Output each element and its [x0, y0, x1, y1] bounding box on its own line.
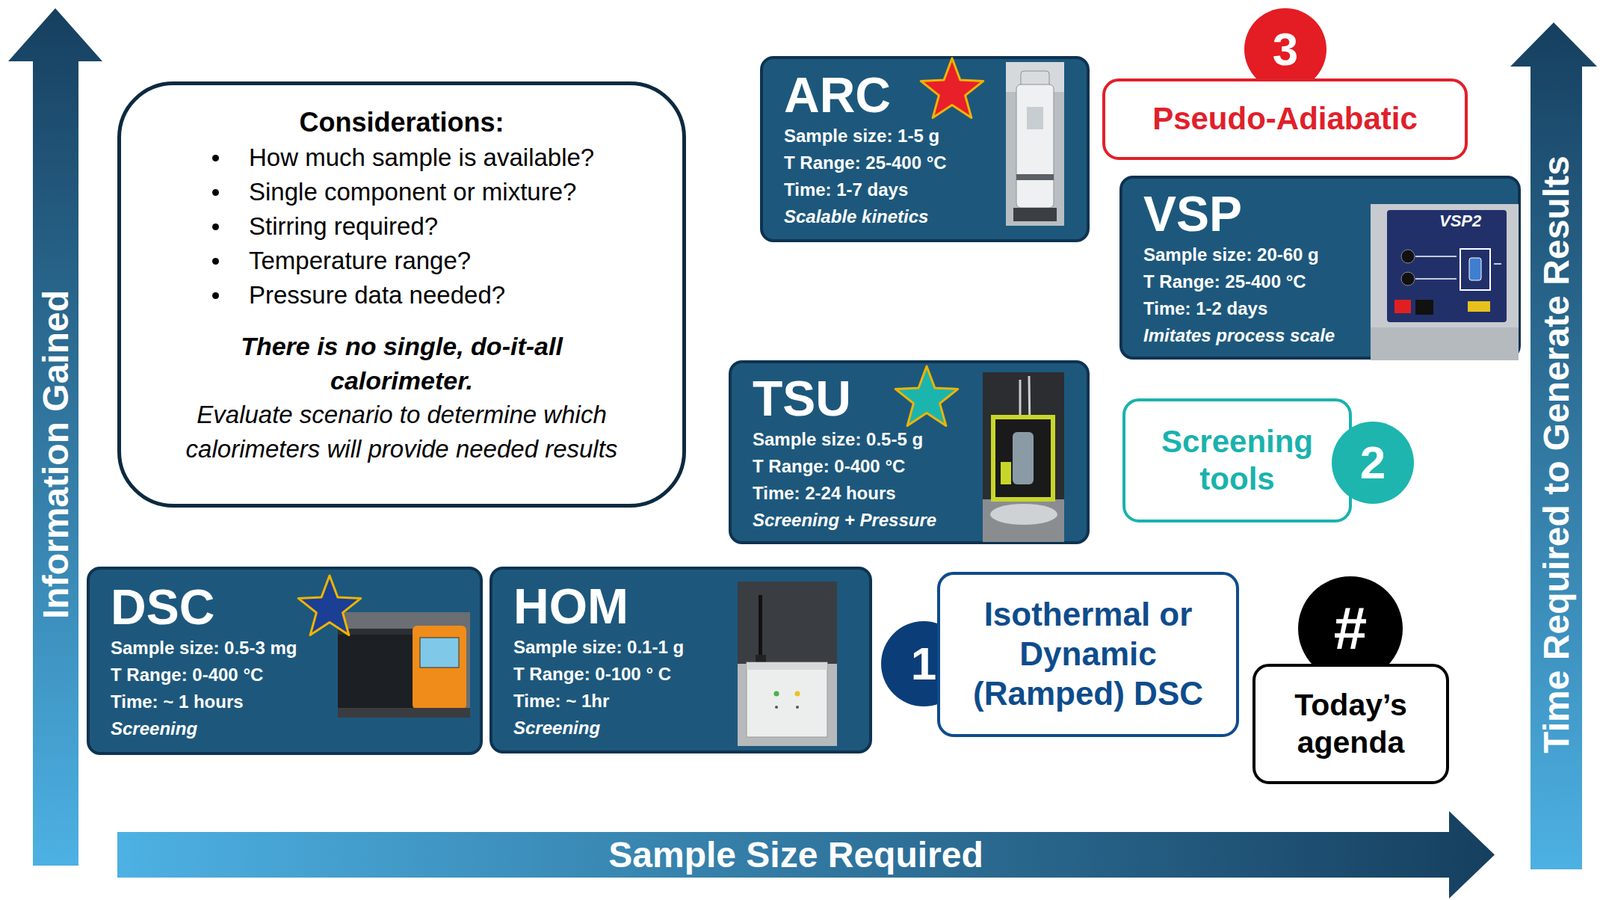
label-rotator: Time Required to Generate Results: [1538, 155, 1575, 753]
instrument-text: DSCSample size: 0.5-3 mgT Range: 0-400 °…: [89, 569, 334, 752]
bullet-row: Temperature range?: [212, 243, 653, 279]
bullet-dot: [212, 257, 219, 265]
number-text: 1: [910, 640, 937, 687]
instrument-spec: Time: ~ 1 hours: [110, 688, 334, 716]
number-text: 2: [1360, 439, 1386, 486]
callout-text: Screening tools: [1147, 422, 1328, 499]
instrument-box: HOMSample size: 0.1-1 gT Range: 0-100 ° …: [489, 566, 873, 754]
instrument-spec: Sample size: 20-60 g: [1143, 241, 1367, 269]
instrument-spec: Screening + Pressure: [752, 506, 979, 534]
callout-text: Pseudo-Adiabatic: [1152, 100, 1418, 138]
bullet-row: Pressure data needed?: [212, 278, 653, 313]
instrument-spec: T Range: 0-400 °C: [752, 452, 979, 480]
bullet-text: Pressure data needed?: [248, 278, 506, 313]
instrument-spec: T Range: 0-400 °C: [110, 661, 334, 689]
bullet-dot: [212, 223, 219, 231]
instrument-spec: Sample size: 0.5-5 g: [752, 425, 979, 453]
label-rotator: Information Gained: [38, 289, 74, 619]
instrument-text: TSUSample size: 0.5-5 gT Range: 0-400 °C…: [731, 363, 979, 542]
instrument-spec: T Range: 25-400 °C: [783, 149, 1002, 177]
bullet-text: Temperature range?: [248, 243, 471, 279]
instrument-box: ARCSample size: 1-5 gT Range: 25-400 °CT…: [760, 56, 1090, 243]
instrument-spec: Imitates process scale: [1143, 322, 1367, 349]
callout-box: Today’s agenda: [1252, 663, 1450, 784]
number-text: #: [1333, 598, 1368, 659]
axis-label: Sample Size Required: [608, 836, 984, 873]
number-text: 3: [1272, 26, 1299, 73]
bullet-row: Single component or mixture?: [212, 174, 653, 210]
instrument-spec: Time: 1-7 days: [783, 176, 1002, 204]
instrument-box: TSUSample size: 0.5-5 gT Range: 0-400 °C…: [728, 360, 1090, 545]
instrument-spec: T Range: 0-100 ° C: [513, 660, 734, 688]
instrument-name: ARC: [783, 68, 1002, 123]
instrument-box: DSCSample size: 0.5-3 mgT Range: 0-400 °…: [86, 566, 483, 755]
callout-text: Isothermal or Dynamic (Ramped) DSC: [964, 594, 1212, 713]
instrument-photo: [1005, 62, 1065, 226]
bullet-row: Stirring required?: [212, 209, 653, 244]
label-holder: Sample Size Required: [608, 836, 984, 873]
callout-box: Pseudo-Adiabatic: [1102, 78, 1468, 160]
callout-box: Screening tools: [1122, 398, 1352, 523]
instrument-name: VSP: [1143, 186, 1367, 242]
callout-box: Isothermal or Dynamic (Ramped) DSC: [937, 571, 1240, 737]
instrument-photo: [337, 612, 471, 718]
axis-arrow: Sample Size Required: [117, 810, 1495, 899]
instrument-photo: [982, 372, 1065, 542]
instrument-spec: Scalable kinetics: [783, 203, 1002, 231]
box-heading: Considerations:: [150, 104, 653, 141]
instrument-spec: T Range: 25-400 °C: [1143, 268, 1367, 296]
emphasis-note: There is no single, do-it-all calorimete…: [200, 328, 604, 398]
highlight-star: [907, 46, 997, 137]
instrument-spec: Time: 1-2 days: [1143, 295, 1367, 323]
instrument-spec: Sample size: 0.1-1 g: [513, 633, 734, 661]
axis-label: Time Required to Generate Results: [1538, 155, 1575, 753]
bullet-dot: [212, 292, 219, 299]
instrument-text: ARCSample size: 1-5 gT Range: 25-400 °CT…: [763, 59, 1002, 240]
highlight-star: [284, 563, 375, 654]
axis-label: Information Gained: [38, 289, 74, 619]
instrument-spec: Screening: [513, 714, 734, 742]
bullet-text: Single component or mixture?: [248, 174, 577, 210]
guidance-note: Evaluate scenario to determine which cal…: [150, 397, 653, 467]
instrument-text: VSPSample size: 20-60 gT Range: 25-400 °…: [1122, 178, 1367, 357]
instrument-photo: [737, 581, 837, 746]
photo-label-holder: VSP2: [1439, 212, 1482, 231]
bullet-text: Stirring required?: [248, 209, 438, 244]
instrument-box: VSPSample size: 20-60 gT Range: 25-400 °…: [1119, 175, 1521, 360]
considerations-column: Considerations:How much sample is availa…: [121, 85, 683, 504]
bullet-dot: [212, 154, 219, 162]
bullet-row: How much sample is available?: [212, 140, 653, 175]
instrument-name: TSU: [752, 371, 979, 426]
instrument-text: HOMSample size: 0.1-1 gT Range: 0-100 ° …: [492, 569, 734, 751]
instrument-spec: Time: ~ 1hr: [513, 687, 734, 715]
instrument-name: HOM: [513, 579, 734, 634]
bullet-text: How much sample is available?: [248, 140, 595, 175]
axis-arrow: Time Required to Generate Results: [1510, 22, 1598, 870]
bullet-dot: [212, 189, 219, 196]
callout-text: Today’s agenda: [1268, 686, 1434, 761]
instrument-spec: Sample size: 0.5-3 mg: [110, 634, 334, 662]
instrument-spec: Sample size: 1-5 g: [783, 122, 1002, 150]
instrument-name: DSC: [110, 579, 334, 635]
photo-label: VSP2: [1439, 212, 1482, 231]
instrument-spec: Time: 2-24 hours: [752, 479, 979, 507]
instrument-spec: Screening: [110, 715, 334, 743]
considerations-box: Considerations:How much sample is availa…: [117, 81, 687, 508]
callout-number: 2: [1331, 421, 1414, 504]
